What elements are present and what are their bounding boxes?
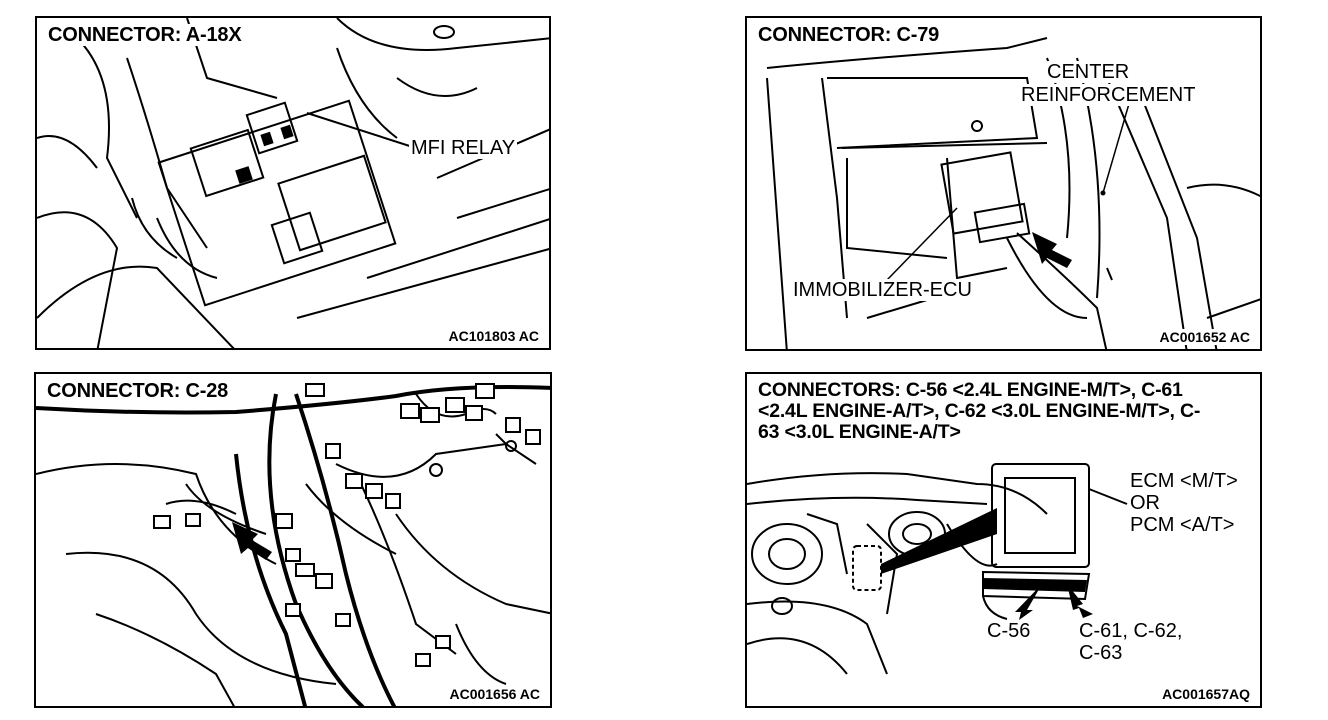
diagram-panel-c56-c63: CONNECTORS: C-56 <2.4L ENGINE-M/T>, C-61…: [745, 372, 1262, 708]
instrument-panel-ecm-illustration: [747, 463, 1128, 675]
dashboard-illustration: [766, 37, 1260, 349]
mfi-relay-label: MFI RELAY: [409, 137, 518, 159]
wiring-harness-illustration: [36, 383, 550, 706]
center-label: CENTER: [1045, 61, 1132, 83]
or-label: OR: [1128, 492, 1162, 514]
panel-title: CONNECTOR: C-79: [755, 24, 943, 46]
figure-code: AC001657AQ: [1160, 686, 1252, 702]
pcm-label: PCM <A/T>: [1128, 514, 1237, 536]
diagram-panel-a18x: CONNECTOR: A-18X MFI RELAY AC101803 AC: [35, 16, 551, 350]
ecm-label: ECM <M/T>: [1128, 470, 1240, 492]
c63-label: C-63: [1077, 642, 1125, 664]
c61-c62-label: C-61, C-62,: [1077, 620, 1185, 642]
reinforcement-label: REINFORCEMENT: [1019, 84, 1198, 106]
diagram-panel-c79: CONNECTOR: C-79 CENTER REINFORCEMENT IMM…: [745, 16, 1262, 351]
panel-title: CONNECTOR: C-28: [44, 380, 232, 402]
figure-code: AC101803 AC: [446, 328, 541, 344]
engine-bay-illustration: [37, 18, 549, 348]
c56-label: C-56: [985, 620, 1033, 642]
figure-code: AC001656 AC: [447, 686, 542, 702]
panel-title: CONNECTORS: C-56 <2.4L ENGINE-M/T>, C-61…: [755, 380, 1221, 443]
diagram-panel-c28: CONNECTOR: C-28 AC001656 AC: [34, 372, 552, 708]
immobilizer-ecu-label: IMMOBILIZER-ECU: [791, 279, 974, 301]
panel-title: CONNECTOR: A-18X: [45, 24, 245, 46]
figure-code: AC001652 AC: [1157, 329, 1252, 345]
